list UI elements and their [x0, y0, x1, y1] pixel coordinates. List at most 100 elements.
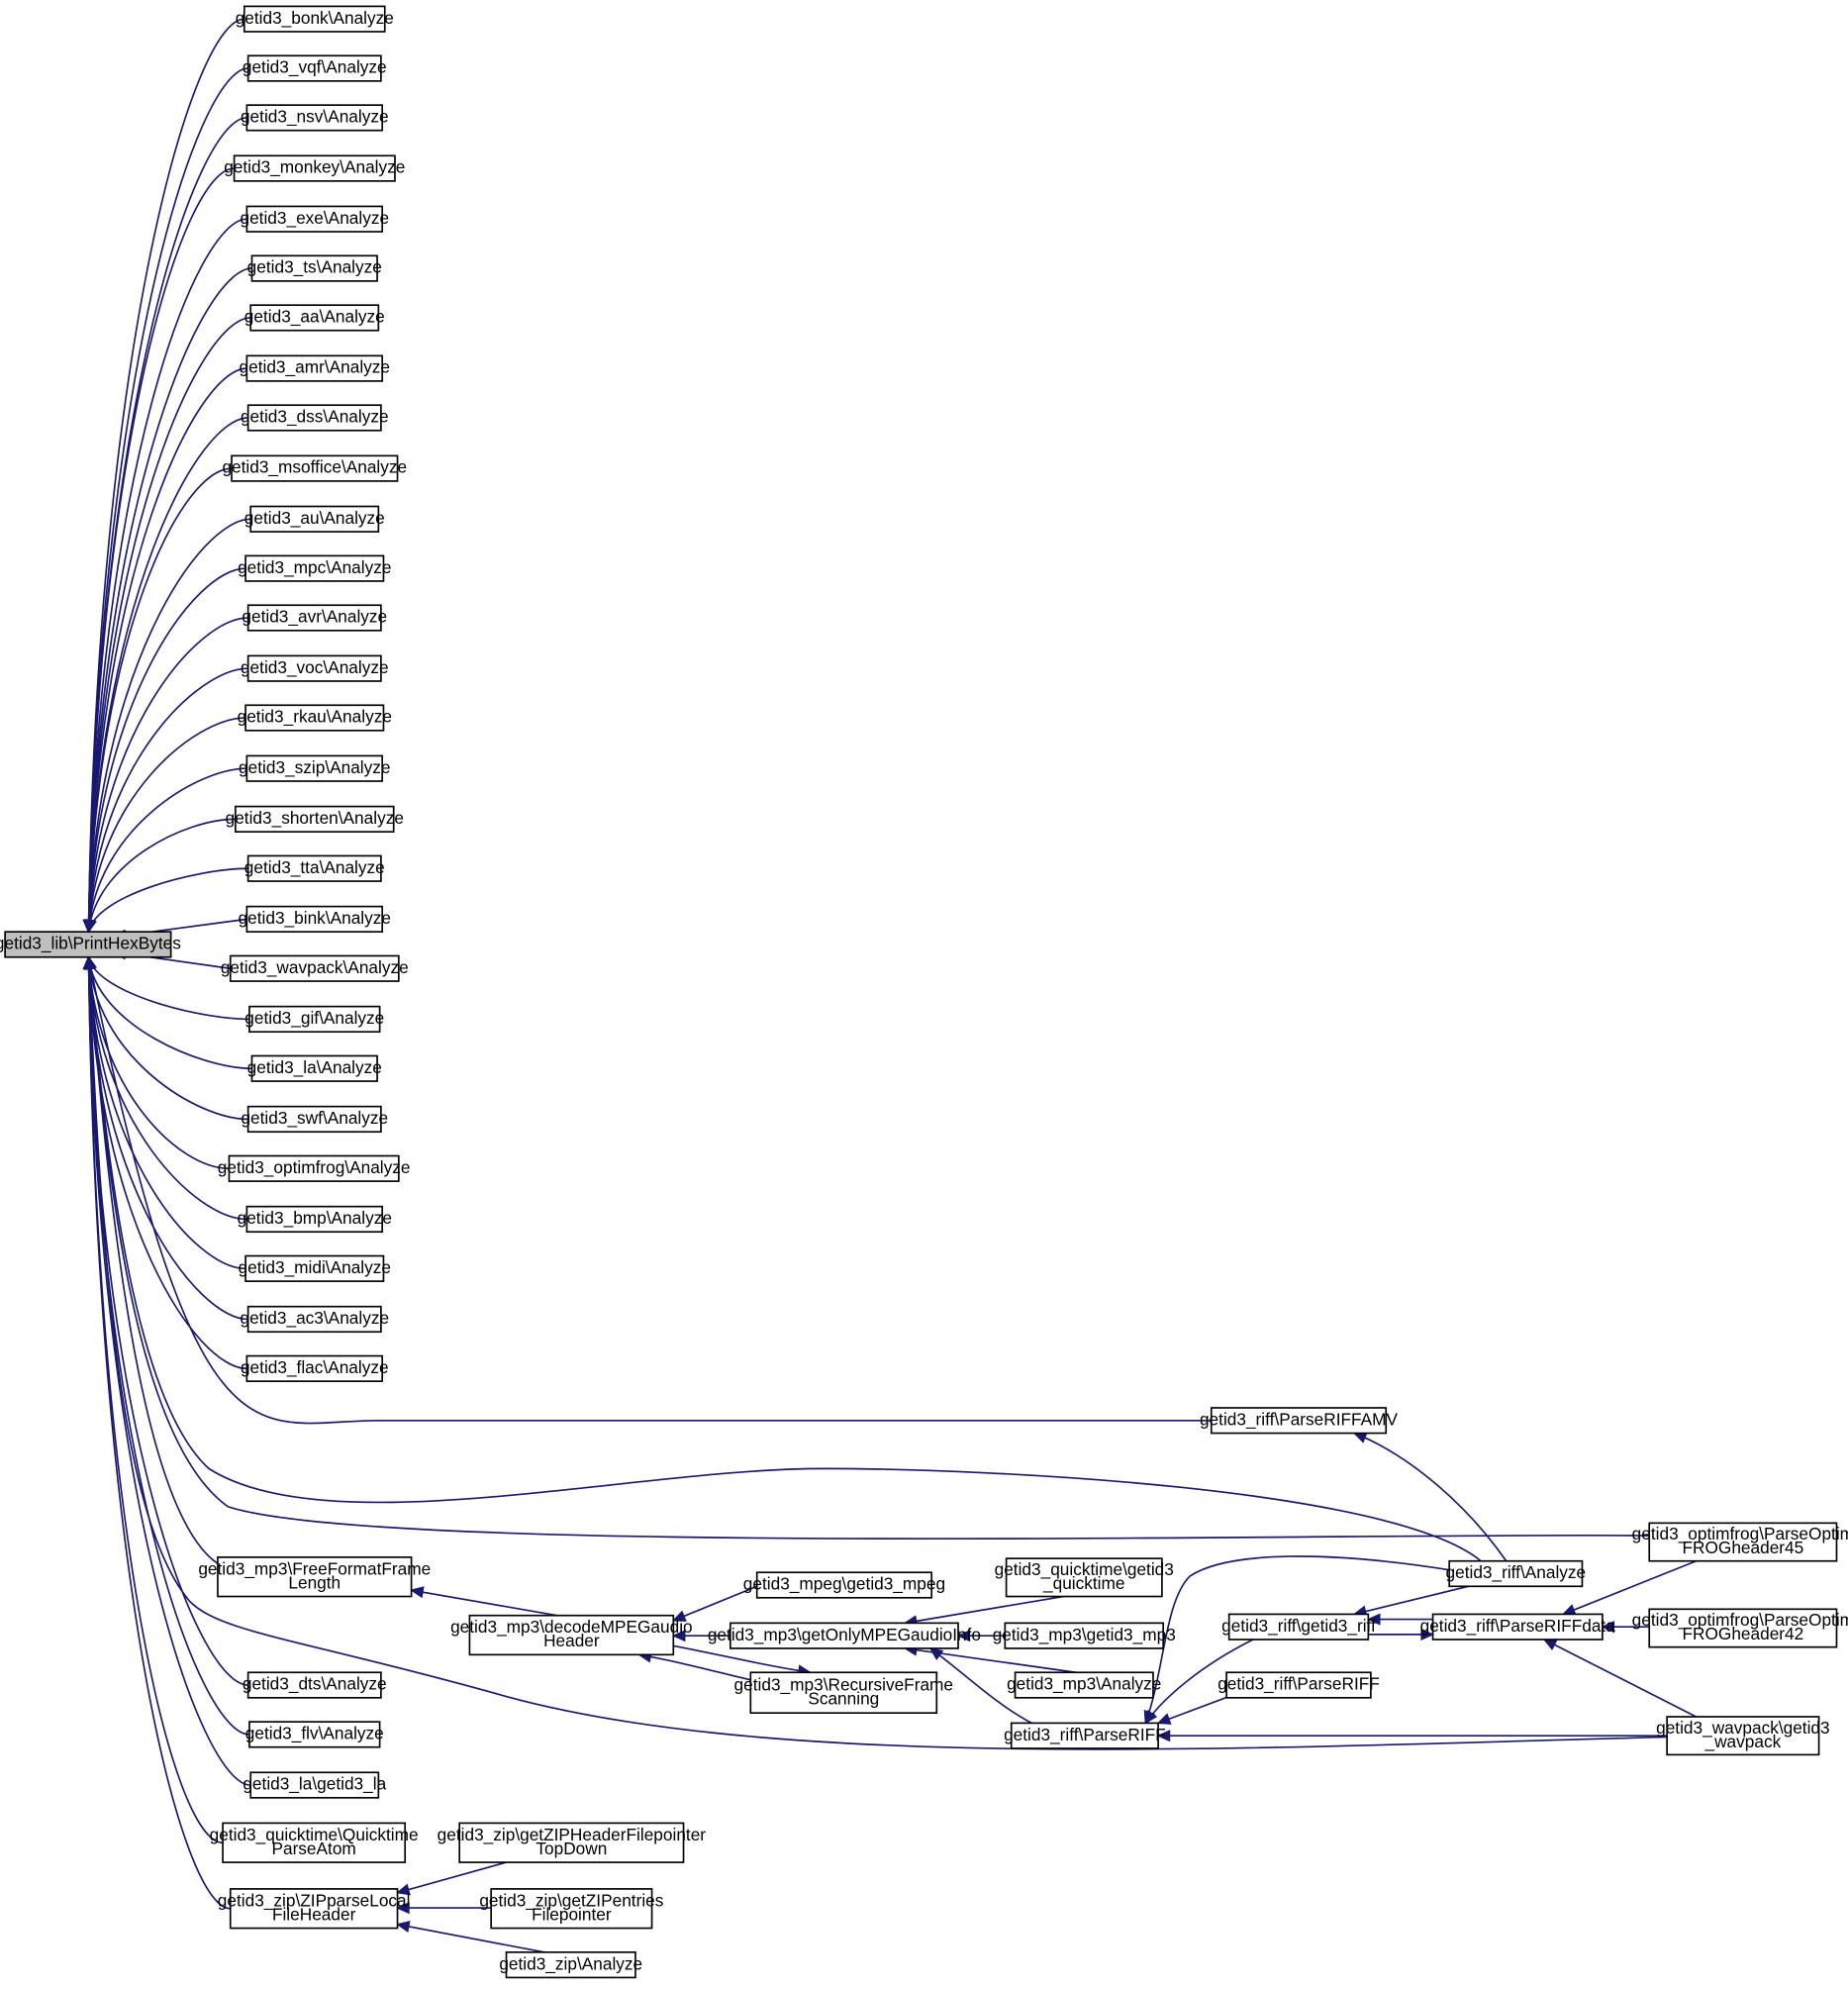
node-bmp[interactable]: getid3_bmp\Analyze	[238, 1205, 392, 1234]
node-label: getid3_swf\Analyze	[241, 1108, 388, 1128]
node-box	[1210, 1407, 1388, 1435]
edge-qtgetid3-to-getOnlyMPEG	[903, 1595, 1064, 1628]
node-root[interactable]: getid3_lib\PrintHexBytes	[0, 931, 181, 958]
node-box	[244, 554, 385, 582]
node-label: getid3_midi\Analyze	[239, 1257, 391, 1277]
node-flv[interactable]: getid3_flv\Analyze	[245, 1721, 384, 1748]
node-qtgetid3[interactable]: getid3_quicktime\getid3_quicktime	[995, 1557, 1174, 1598]
edge-mp3getid3-to-getOnlyMPEG	[956, 1630, 1006, 1642]
node-laA[interactable]: getid3_la\Analyze	[247, 1054, 382, 1082]
edge-zipAnalyze-to-zipLocal	[395, 1920, 545, 1953]
node-shorten[interactable]: getid3_shorten\Analyze	[226, 805, 404, 833]
node-dss[interactable]: getid3_dss\Analyze	[241, 404, 389, 432]
node-box	[229, 1888, 399, 1930]
node-riffParseRIFF2[interactable]: getid3_riff\ParseRIFF	[1217, 1671, 1380, 1699]
node-monkey[interactable]: getid3_monkey\Analyze	[224, 154, 405, 182]
node-label: Scanning	[808, 1688, 879, 1708]
node-swf[interactable]: getid3_swf\Analyze	[241, 1105, 388, 1134]
node-box	[248, 1721, 381, 1748]
node-label: getid3_msoffice\Analyze	[222, 457, 407, 477]
edges-layer	[82, 18, 1697, 1953]
node-voc[interactable]: getid3_voc\Analyze	[241, 654, 389, 682]
node-mp3getid3[interactable]: getid3_mp3\getid3_mp3	[993, 1622, 1176, 1649]
node-dts[interactable]: getid3_dts\Analyze	[243, 1671, 387, 1699]
node-avr[interactable]: getid3_avr\Analyze	[242, 604, 387, 632]
node-box	[729, 1622, 959, 1649]
node-getOnlyMPEG[interactable]: getid3_mp3\getOnlyMPEGaudioInfo	[708, 1622, 981, 1649]
edge-line	[1144, 1555, 1450, 1724]
node-label: getid3_shorten\Analyze	[226, 808, 404, 828]
node-box	[246, 1671, 382, 1699]
node-mp3Analyze[interactable]: getid3_mp3\Analyze	[1007, 1671, 1161, 1699]
edge-line	[87, 956, 248, 1121]
node-optimfrogA[interactable]: getid3_optimfrog\Analyze	[218, 1154, 411, 1182]
node-label: getid3_quicktime\Quicktime	[210, 1825, 419, 1844]
node-szip[interactable]: getid3_szip\Analyze	[239, 754, 390, 782]
node-wavpackGetid3[interactable]: getid3_wavpack\getid3_wavpack	[1656, 1716, 1830, 1756]
edge-zipTopDown-to-zipLocal	[396, 1861, 507, 1896]
node-laGetid3[interactable]: getid3_la\getid3_la	[243, 1771, 387, 1799]
node-label: getid3_bink\Analyze	[239, 908, 391, 928]
node-box	[490, 1888, 653, 1930]
node-ts[interactable]: getid3_ts\Analyze	[247, 254, 382, 282]
node-rkau[interactable]: getid3_rkau\Analyze	[238, 704, 392, 732]
node-zipAnalyze[interactable]: getid3_zip\Analyze	[499, 1951, 642, 1979]
node-label: ParseAtom	[271, 1839, 355, 1858]
edge-wavpackGetid3-to-riffParseRIFF	[1156, 1730, 1668, 1742]
node-zipTopDown[interactable]: getid3_zip\getZIPHeaderFilepointerTopDow…	[438, 1822, 707, 1863]
node-au[interactable]: getid3_au\Analyze	[244, 505, 385, 533]
node-box	[246, 854, 382, 882]
node-bink[interactable]: getid3_bink\Analyze	[239, 905, 391, 934]
node-exe[interactable]: getid3_exe\Analyze	[240, 205, 389, 233]
node-riffAnalyze[interactable]: getid3_riff\Analyze	[1446, 1559, 1587, 1588]
arrowhead	[1144, 1709, 1158, 1725]
edge-line	[397, 1861, 507, 1894]
node-wavpackA[interactable]: getid3_wavpack\Analyze	[221, 954, 409, 982]
node-riffData[interactable]: getid3_riff\ParseRIFFdata	[1420, 1613, 1616, 1641]
arrowhead	[1366, 1613, 1381, 1626]
edge-line	[673, 1644, 811, 1674]
node-box	[249, 304, 380, 332]
node-vqf[interactable]: getid3_vqf\Analyze	[243, 54, 387, 82]
node-msoffice[interactable]: getid3_msoffice\Analyze	[222, 454, 407, 482]
arrowhead	[1420, 1628, 1435, 1641]
node-bonk[interactable]: getid3_bonk\Analyze	[236, 5, 394, 33]
edge-line	[87, 767, 247, 933]
node-nsv[interactable]: getid3_nsv\Analyze	[241, 104, 389, 132]
edge-line	[87, 956, 1668, 1750]
node-tta[interactable]: getid3_tta\Analyze	[244, 854, 385, 882]
node-box	[245, 354, 384, 382]
node-riffAMV[interactable]: getid3_riff\ParseRIFFAMV	[1200, 1407, 1399, 1435]
node-label: getid3_flac\Analyze	[241, 1357, 389, 1377]
node-label: getid3_zip\ZIPparseLocal	[218, 1890, 411, 1910]
node-riffGetid3[interactable]: getid3_riff\getid3_riff	[1221, 1613, 1376, 1641]
node-mpc[interactable]: getid3_mpc\Analyze	[238, 554, 391, 582]
node-midi[interactable]: getid3_midi\Analyze	[239, 1254, 391, 1282]
arrowhead	[1561, 1604, 1577, 1616]
node-flac[interactable]: getid3_flac\Analyze	[241, 1354, 389, 1382]
node-label: TopDown	[535, 1839, 607, 1858]
edge-mpc-to-root	[82, 567, 246, 934]
node-label: getid3_monkey\Analyze	[224, 157, 405, 177]
node-amr[interactable]: getid3_amr\Analyze	[240, 354, 390, 382]
node-label: getid3_la\getid3_la	[243, 1774, 386, 1794]
node-mpeg[interactable]: getid3_mpeg\getid3_mpeg	[743, 1571, 945, 1599]
edge-line	[87, 956, 1482, 1562]
node-box	[245, 1205, 384, 1234]
node-riffParseRIFF[interactable]: getid3_riff\ParseRIFF	[1004, 1722, 1166, 1749]
node-box	[1010, 1722, 1159, 1749]
node-ac3[interactable]: getid3_ac3\Analyze	[240, 1305, 389, 1334]
edge-line	[397, 1923, 545, 1953]
node-label: getid3_nsv\Analyze	[241, 107, 389, 127]
edge-ofh45-to-root	[83, 955, 1650, 1541]
node-aa[interactable]: getid3_aa\Analyze	[244, 304, 385, 332]
node-gif[interactable]: getid3_gif\Analyze	[244, 1005, 384, 1034]
